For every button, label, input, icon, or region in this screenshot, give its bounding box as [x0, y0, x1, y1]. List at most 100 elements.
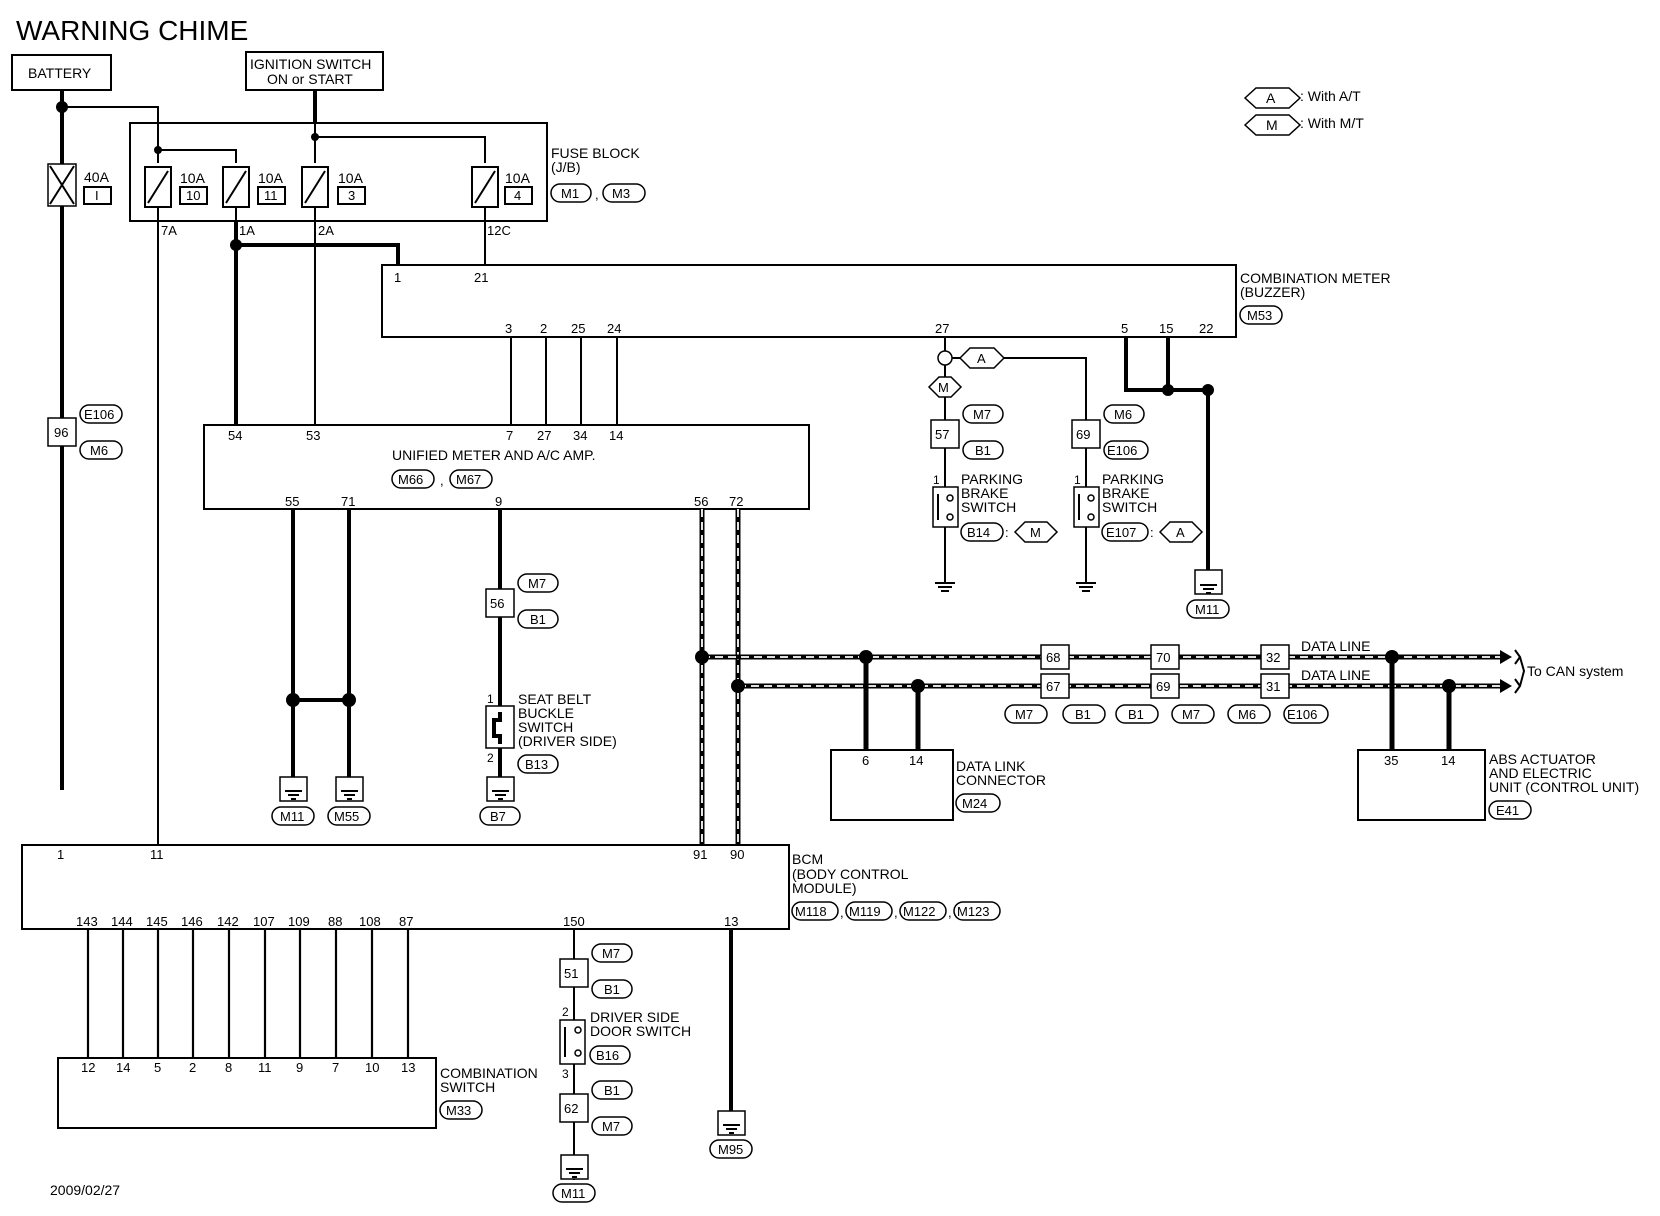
svg-text:9: 9: [296, 1060, 303, 1075]
svg-text:5: 5: [1121, 321, 1128, 336]
svg-text:(DRIVER SIDE): (DRIVER SIDE): [518, 733, 617, 749]
svg-text:11: 11: [258, 1060, 272, 1075]
svg-text:1: 1: [933, 473, 940, 487]
fuse-out-2a: 2A: [318, 223, 334, 238]
svg-text:M11: M11: [561, 1186, 585, 1201]
svg-text:M67: M67: [456, 472, 481, 487]
svg-text:35: 35: [1384, 753, 1398, 768]
svg-text:67: 67: [1046, 679, 1060, 694]
svg-text:M123: M123: [957, 904, 990, 919]
svg-text::: :: [1150, 525, 1154, 540]
svg-text:E106: E106: [1107, 443, 1137, 458]
svg-text:14: 14: [909, 753, 923, 768]
fuse-block-label: FUSE BLOCK: [551, 145, 640, 161]
svg-text:146: 146: [181, 914, 203, 929]
diagram-title: WARNING CHIME: [16, 15, 248, 46]
svg-text:M95: M95: [718, 1142, 743, 1157]
fuse-block-conn-m3: M3: [612, 186, 630, 201]
svg-text:91: 91: [693, 847, 707, 862]
svg-text:27: 27: [537, 428, 551, 443]
fusible-link-40a: 40A I: [47, 163, 112, 207]
data-line-2-label: DATA LINE: [1301, 667, 1371, 683]
svg-text:34: 34: [573, 428, 587, 443]
svg-text:B1: B1: [975, 443, 991, 458]
svg-text:E107: E107: [1106, 525, 1136, 540]
svg-text:B7: B7: [490, 809, 506, 824]
svg-text:SWITCH: SWITCH: [961, 499, 1016, 515]
svg-text:UNIT (CONTROL UNIT): UNIT (CONTROL UNIT): [1489, 779, 1639, 795]
fuse-4-number: 4: [514, 188, 521, 203]
svg-text:DATA LINK: DATA LINK: [956, 758, 1026, 774]
svg-text:BRAKE: BRAKE: [1102, 485, 1149, 501]
fuse-out-12c: 12C: [487, 223, 511, 238]
fuse-11-number: 11: [264, 188, 278, 203]
svg-text:109: 109: [288, 914, 310, 929]
svg-text:E41: E41: [1496, 803, 1519, 818]
parking-brake-switch-mt: 57 M7 B1 1 PARKING BRAKE SWITCH B14 : M: [930, 404, 1059, 592]
unified-meter-ac-amp: 54 53 7 27 34 14 UNIFIED METER AND A/C A…: [203, 424, 810, 510]
svg-text:53: 53: [306, 428, 320, 443]
svg-text:6: 6: [862, 753, 869, 768]
can-junction-32-31: 32 31: [1260, 644, 1290, 699]
legend-mt-letter: M: [1266, 117, 1278, 133]
svg-text:1: 1: [1074, 473, 1081, 487]
svg-text:143: 143: [76, 914, 98, 929]
svg-text:CONNECTOR: CONNECTOR: [956, 772, 1046, 788]
svg-text:57: 57: [935, 427, 949, 442]
unified-ground-wires: [291, 509, 351, 785]
combination-meter-label: COMBINATION METER: [1240, 270, 1391, 286]
svg-text:145: 145: [146, 914, 168, 929]
svg-text:51: 51: [564, 966, 578, 981]
ignition-line1: IGNITION SWITCH: [250, 56, 371, 72]
svg-text:11: 11: [150, 847, 164, 862]
svg-text:13: 13: [401, 1060, 415, 1075]
svg-text:B1: B1: [604, 982, 620, 997]
svg-text:M33: M33: [446, 1103, 471, 1118]
fuse-out-1a: 1A: [239, 223, 255, 238]
svg-text:M: M: [1030, 525, 1041, 540]
legend-at-symbol: [1243, 87, 1302, 109]
fuse-4-rating: 10A: [505, 170, 531, 186]
svg-text:M55: M55: [334, 809, 359, 824]
svg-text:SEAT BELT: SEAT BELT: [518, 691, 592, 707]
to-can-system-label: To CAN system: [1527, 663, 1623, 679]
svg-text:55: 55: [285, 494, 299, 509]
svg-text:COMBINATION: COMBINATION: [440, 1065, 538, 1081]
svg-text:PARKING: PARKING: [1102, 471, 1164, 487]
svg-text:B13: B13: [525, 757, 548, 772]
fuse-block-conn-m1: M1: [561, 186, 579, 201]
meter-to-unified-wires: [510, 337, 618, 425]
svg-text:12: 12: [81, 1060, 95, 1075]
svg-text:SWITCH: SWITCH: [518, 719, 573, 735]
svg-text:150: 150: [563, 914, 585, 929]
svg-text:1: 1: [487, 692, 494, 706]
svg-text:(BODY CONTROL: (BODY CONTROL: [792, 866, 909, 882]
svg-text:15: 15: [1159, 321, 1173, 336]
fuse-3-number: 3: [348, 188, 355, 203]
svg-text:72: 72: [729, 494, 743, 509]
svg-text:2: 2: [540, 321, 547, 336]
svg-text:90: 90: [730, 847, 744, 862]
svg-text:71: 71: [341, 494, 355, 509]
svg-text:BUCKLE: BUCKLE: [518, 705, 574, 721]
data-line-1-label: DATA LINE: [1301, 638, 1371, 654]
ground-m95: M95: [709, 1110, 753, 1159]
svg-text:A: A: [1176, 525, 1185, 540]
svg-text:M11: M11: [280, 809, 304, 824]
svg-text:27: 27: [935, 321, 949, 336]
pin27-junction: [937, 350, 953, 366]
svg-text:56: 56: [490, 596, 504, 611]
svg-text:SWITCH: SWITCH: [1102, 499, 1157, 515]
battery: BATTERY: [11, 54, 112, 91]
svg-text:87: 87: [399, 914, 413, 929]
svg-text:69: 69: [1076, 427, 1090, 442]
svg-text:14: 14: [609, 428, 623, 443]
svg-text:,: ,: [595, 187, 599, 202]
svg-text:M119: M119: [849, 904, 881, 919]
svg-text:54: 54: [228, 428, 242, 443]
brake-at-wire: [952, 357, 1087, 425]
svg-text:56: 56: [694, 494, 708, 509]
svg-text:,: ,: [840, 905, 844, 920]
svg-text:A: A: [977, 351, 986, 366]
data-link-connector: 6 14 DATA LINK CONNECTOR M24: [830, 749, 1046, 821]
